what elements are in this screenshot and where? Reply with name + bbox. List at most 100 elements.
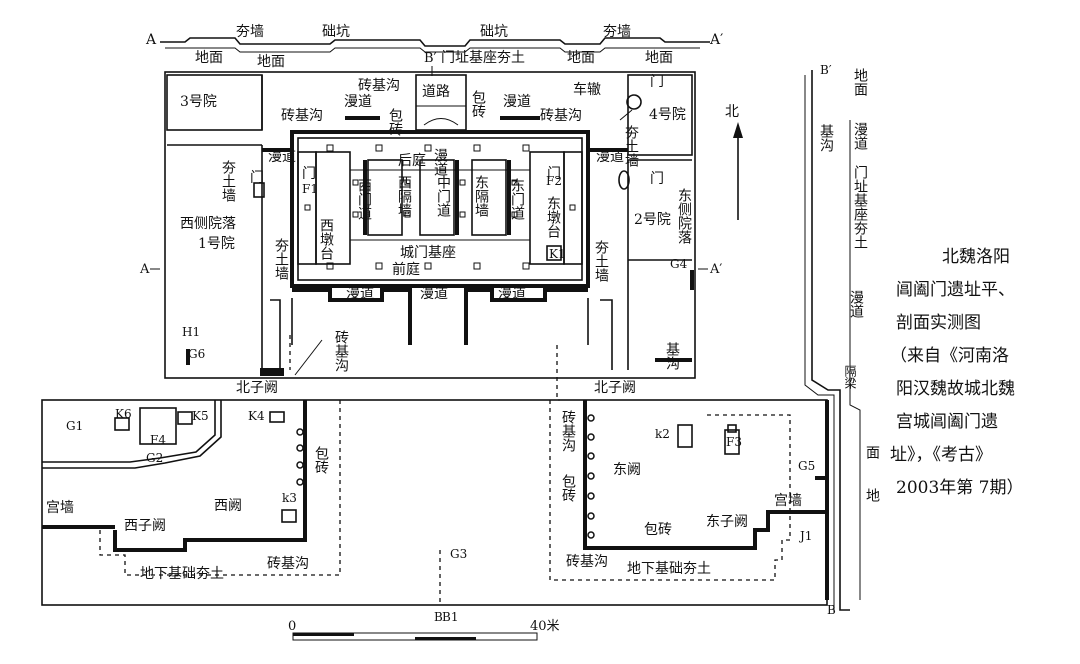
caption-line: 剖面实测图	[896, 313, 981, 333]
right-profile: B′ B	[804, 63, 861, 617]
label-west-court: 西侧院落	[180, 216, 236, 232]
label-yard3: 3号院	[180, 94, 217, 110]
label-ditch-w: 砖基沟	[267, 555, 309, 572]
label-north-que-r: 北子阙	[594, 380, 636, 396]
label-f3: F3	[726, 435, 742, 449]
label-b1: B1	[442, 610, 458, 624]
section-b-prime-top: B′	[424, 51, 437, 66]
section-a-prime-mid: A′	[709, 262, 722, 277]
label-g5: G5	[798, 459, 815, 473]
top-profile: A A′ 夯墙 础坑 础坑 夯墙 地面 地面 门址基座夯土 地面 地面 B′	[145, 24, 723, 76]
caption-line: 宫城阊阖门遗	[896, 412, 998, 432]
caption-line: 2003年第 7期）	[896, 478, 1023, 498]
label-east-court: 东侧院落	[676, 188, 692, 244]
label-road: 道路	[422, 84, 450, 100]
scale-start: 0	[288, 619, 296, 634]
caption-line: 址》，《考古》	[890, 445, 992, 465]
label-f1-men: 门	[302, 166, 316, 182]
label-houting: 后庭	[398, 152, 426, 169]
upper-compound	[164, 71, 696, 379]
north-arrow-label: 北	[725, 104, 739, 120]
profile-label: 夯墙	[603, 24, 631, 40]
label-men-top: 门	[650, 74, 664, 90]
label-hangtu-left: 夯土墙	[220, 160, 236, 202]
right-profile-label: 门址基座夯土	[852, 165, 868, 249]
label-k2: k2	[655, 427, 670, 441]
label-ramp-tl: 漫道	[344, 94, 372, 110]
label-yard2: 2号院	[634, 212, 671, 228]
label-ramp-b3: 漫道	[498, 286, 526, 302]
label-brick-ditch-left: 砖基沟	[281, 107, 323, 124]
section-a-left: A	[145, 32, 157, 48]
label-palace-wall-l: 宫墙	[46, 500, 74, 516]
right-profile-label: 隔梁	[843, 365, 857, 389]
label-east-partition: 东隔墙	[473, 175, 489, 217]
label-k5: K5	[192, 409, 209, 423]
section-b-prime-right: B′	[820, 63, 832, 77]
ramps	[186, 94, 694, 401]
label-hangtu-lm: 夯土墙	[273, 238, 289, 280]
north-arrow-head	[733, 122, 743, 138]
right-profile-label: 漫道	[852, 122, 868, 151]
label-east-que: 东阙	[613, 462, 641, 478]
profile-label: 夯墙	[236, 24, 264, 40]
label-ramp-l: 漫道	[268, 149, 296, 165]
profile-label: 地面	[257, 54, 285, 70]
label-palace-wall-r: 宫墙	[774, 493, 802, 509]
label-k3: k3	[282, 491, 297, 505]
label-east-gate: 东门道	[509, 178, 525, 221]
profile-label: 地面	[195, 50, 223, 66]
label-f2: F2	[546, 174, 562, 188]
label-hangtu-rm: 夯土墙	[593, 240, 609, 282]
label-g2: G2	[146, 451, 163, 465]
section-a-left-mid: A	[139, 262, 150, 277]
label-east-pier: 东墩台	[545, 196, 561, 238]
label-k4: K4	[248, 409, 265, 423]
label-k1: K1	[549, 247, 566, 261]
label-ramp-b1: 漫道	[346, 286, 374, 302]
label-k6: K6	[115, 407, 132, 421]
right-profile-label: 漫道	[848, 290, 864, 319]
label-f2-men: 门	[547, 166, 561, 182]
label-men-r: 门	[650, 171, 664, 187]
right-profile-label: 基沟	[818, 123, 834, 153]
label-base: 城门基座	[400, 244, 456, 261]
profile-label: 础坑	[480, 24, 508, 40]
label-men-l: 门	[250, 170, 264, 186]
label-ramp-tr: 漫道	[503, 94, 531, 110]
label-qianting: 前庭	[392, 261, 420, 278]
label-yard4: 4号院	[649, 107, 686, 123]
caption-line: 北魏洛阳	[942, 247, 1010, 267]
label-west-que: 西阙	[214, 498, 242, 514]
label-bao-e: 包砖	[560, 474, 576, 502]
label-hangtu-tr: 夯土墙	[623, 125, 639, 167]
label-ditch-e2: 砖基沟	[566, 553, 608, 570]
label-west-partition: 西隔墙	[396, 175, 412, 217]
section-b-right-bottom: B	[827, 603, 836, 617]
north-arrow: 北	[725, 104, 743, 220]
label-foundation-r: 地下基础夯土	[627, 560, 711, 577]
label-g6: G6	[188, 347, 205, 361]
label-f1: F1	[302, 182, 318, 196]
label-brick-ditch-right: 砖基沟	[540, 107, 582, 124]
caption-line: （来自《河南洛	[890, 346, 1009, 366]
profile-label: 门址基座夯土	[441, 49, 525, 66]
label-west-sub-que: 西子阙	[124, 518, 166, 534]
gate-base	[290, 130, 590, 288]
label-g1: G1	[66, 419, 83, 433]
profile-label: 础坑	[322, 24, 350, 40]
right-profile-label: 地	[864, 488, 880, 502]
label-h1: H1	[182, 325, 200, 339]
label-yard1: 1号院	[198, 236, 235, 252]
label-bao-w: 包砖	[313, 446, 329, 474]
label-bao-tr: 包砖	[470, 90, 486, 118]
label-west-pier: 西墩台	[318, 218, 334, 260]
label-brick-ditch-top: 砖基沟	[358, 77, 400, 94]
label-ramp-center: 漫道	[432, 148, 448, 177]
caption-line: 阊阖门遗址平、	[896, 280, 1015, 300]
label-j1: J1	[798, 529, 812, 543]
scale-bar: 0 40米	[288, 619, 560, 641]
label-f4: F4	[150, 433, 166, 447]
profile-label: 地面	[567, 50, 595, 66]
